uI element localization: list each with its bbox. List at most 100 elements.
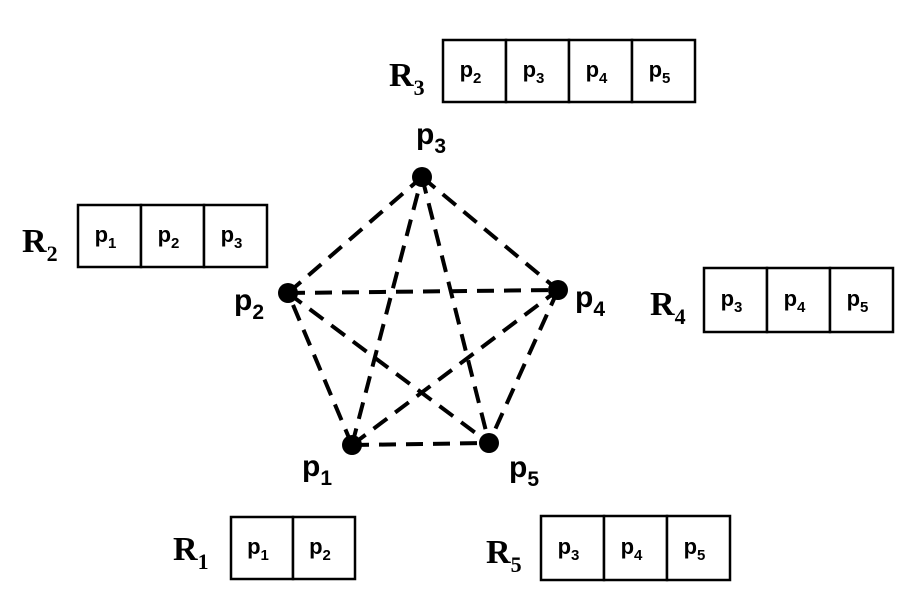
register-R2-cell-1-label: p1 xyxy=(95,222,117,252)
register-R4-cell-1-label-main: p xyxy=(721,286,734,311)
register-R1-cell-2-label: p2 xyxy=(309,534,331,564)
register-R2-cell-2-label-main: p xyxy=(158,222,171,247)
register-R4-cell-3-label: p5 xyxy=(847,286,869,316)
register-R3-cell-2-label-sub: 3 xyxy=(536,70,544,87)
register-label-R4-sub: 4 xyxy=(675,304,686,329)
register-R3-cell-4 xyxy=(630,38,697,104)
register-R1-cell-1 xyxy=(229,515,295,581)
register-R3-cell-4-label: p5 xyxy=(649,57,671,87)
register-R4-cell-3-label-main: p xyxy=(847,286,860,311)
register-R3-cell-1 xyxy=(441,38,508,104)
register-R5-cell-2-label: p4 xyxy=(621,534,643,564)
register-R3-cell-4-label-main: p xyxy=(649,57,662,82)
register-R1-cell-2 xyxy=(291,515,357,581)
node-label-p3: p3 xyxy=(416,118,446,158)
edge-p2-p5 xyxy=(286,291,491,445)
node-p4 xyxy=(548,280,568,300)
register-R2-cell-3-label-main: p xyxy=(221,222,234,247)
register-R5-cell-1-label: p3 xyxy=(558,534,580,564)
register-R5-cell-2 xyxy=(602,514,669,582)
edge-p1-p3 xyxy=(350,176,424,446)
edge-p1-p5 xyxy=(351,441,490,447)
node-label-p3-main: p xyxy=(416,118,434,151)
register-label-R2-sub: 2 xyxy=(47,241,58,266)
register-R4-cell-2-label: p4 xyxy=(784,286,806,316)
node-p1 xyxy=(342,435,362,455)
register-R2-cell-1-label-main: p xyxy=(95,222,108,247)
node-label-p2-sub: 2 xyxy=(252,301,264,324)
node-label-p1-sub: 1 xyxy=(320,467,332,490)
register-R2-cell-2 xyxy=(139,203,206,269)
register-R3-cell-1-label-main: p xyxy=(460,57,473,82)
node-label-p5: p5 xyxy=(509,451,539,491)
register-R5-cell-3-label-main: p xyxy=(684,534,697,559)
register-label-R3-main: R xyxy=(389,57,414,94)
register-R2-cell-3-label: p3 xyxy=(221,222,243,252)
register-R4-cell-2-label-main: p xyxy=(784,286,797,311)
register-label-R2-main: R xyxy=(22,223,47,260)
edge-p2-p4 xyxy=(287,288,559,295)
register-R3-cell-2 xyxy=(504,38,571,104)
register-label-R4: R4 xyxy=(650,286,686,329)
node-label-p3-sub: 3 xyxy=(434,135,446,158)
register-R1-cell-2-label-main: p xyxy=(309,534,322,559)
register-R2-cell-2-label-sub: 2 xyxy=(171,235,179,252)
register-R3-cell-3-label-sub: 4 xyxy=(599,70,608,87)
edges-layer xyxy=(286,175,560,447)
node-p5 xyxy=(479,433,499,453)
register-R5-cell-1-label-main: p xyxy=(558,534,571,559)
node-label-p5-sub: 5 xyxy=(527,468,539,491)
node-p2 xyxy=(278,283,298,303)
register-label-R3-sub: 3 xyxy=(414,75,425,100)
node-p3 xyxy=(412,167,432,187)
register-label-R2: R2 xyxy=(22,223,58,266)
register-label-R5: R5 xyxy=(486,534,522,577)
edge-p4-p5 xyxy=(487,289,560,444)
node-label-p4-sub: 4 xyxy=(593,298,605,321)
register-R2-cell-3 xyxy=(202,203,269,269)
register-label-R5-main: R xyxy=(486,534,511,571)
register-R2-cell-2-label: p2 xyxy=(158,222,180,252)
node-label-p4: p4 xyxy=(575,281,605,321)
register-R5-cell-1-label-sub: 3 xyxy=(571,547,579,564)
register-R5-cell-2-label-main: p xyxy=(621,534,634,559)
register-R3-cell-3 xyxy=(567,38,634,104)
register-R5-cell-3-label: p5 xyxy=(684,534,706,564)
register-R3-cell-3-label-main: p xyxy=(586,57,599,82)
edge-p1-p4 xyxy=(350,288,560,447)
register-label-R5-sub: 5 xyxy=(511,552,522,577)
register-R2-cell-1-label-sub: 1 xyxy=(108,235,116,252)
edge-p1-p2 xyxy=(286,292,354,446)
register-label-R1: R1 xyxy=(173,531,209,574)
node-label-p1: p1 xyxy=(302,450,332,490)
register-label-R3: R3 xyxy=(389,57,425,100)
register-R1-cell-2-label-sub: 2 xyxy=(323,547,331,564)
register-R3-cell-1-label-sub: 2 xyxy=(473,70,481,87)
node-label-p5-main: p xyxy=(509,451,527,484)
register-R4-cell-1 xyxy=(702,266,769,334)
register-R3-cell-4-label-sub: 5 xyxy=(662,70,670,87)
register-R4-cell-2-label-sub: 4 xyxy=(797,299,806,316)
register-label-R1-sub: 1 xyxy=(198,549,209,574)
register-R1-cell-1-label-main: p xyxy=(247,534,260,559)
register-R4-cell-3-label-sub: 5 xyxy=(860,299,868,316)
register-R1-cell-1-label-sub: 1 xyxy=(261,547,269,564)
edge-p3-p4 xyxy=(420,175,560,292)
register-R5-cell-1 xyxy=(539,514,606,582)
register-R4-cell-1-label-sub: 3 xyxy=(734,299,742,316)
register-R3-cell-2-label-main: p xyxy=(523,57,536,82)
node-label-p2-main: p xyxy=(234,284,252,317)
register-label-R1-main: R xyxy=(173,531,198,568)
node-label-p4-main: p xyxy=(575,281,593,314)
edge-p2-p3 xyxy=(286,175,424,295)
register-R5-cell-2-label-sub: 4 xyxy=(634,547,643,564)
register-R2-cell-3-label-sub: 3 xyxy=(234,235,242,252)
